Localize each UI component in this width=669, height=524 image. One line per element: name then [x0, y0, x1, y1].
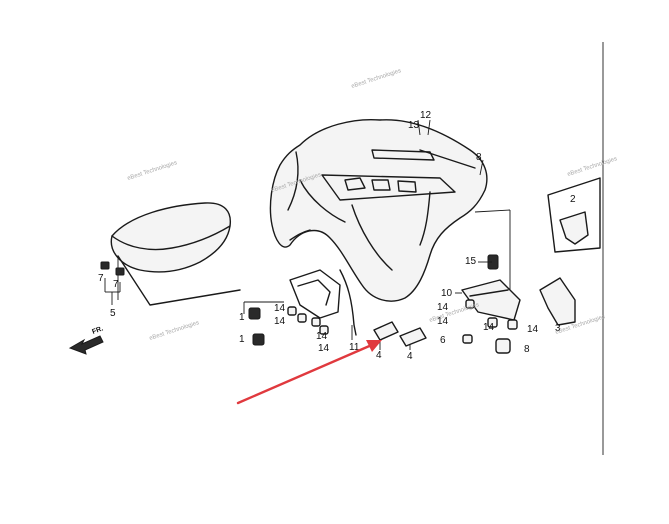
callout-14g: 14: [527, 324, 539, 335]
callout-14e: 14: [437, 302, 449, 313]
callout-12: 12: [420, 110, 432, 121]
callout-5: 5: [110, 308, 116, 319]
callout-14h: 14: [483, 322, 495, 333]
watermark-3: eBest Technologies: [351, 68, 402, 90]
seat-part: [110, 202, 241, 306]
callout-7a: 7: [98, 273, 104, 284]
callout-14a: 14: [274, 303, 286, 314]
callout-4a: 4: [376, 350, 382, 361]
callout-1b: 1: [239, 334, 245, 345]
watermark-1: eBest Technologies: [127, 160, 178, 182]
inset-bracket-2: [547, 177, 601, 253]
callout-14b: 14: [274, 316, 286, 327]
callout-7b: 7: [113, 279, 119, 290]
fr-arrow-icon: [68, 335, 104, 355]
seat-latch-bracket: [289, 269, 357, 336]
rear-bracket-assembly: [461, 254, 521, 354]
left-mount-hardware: [243, 301, 329, 346]
callout-14d: 14: [318, 343, 330, 354]
callout-labels: 12 13 8 2 7 7 5 15 10 1 1 14 14 14 14 11…: [98, 110, 576, 362]
rear-fender-part: [269, 118, 488, 302]
callout-4b: 4: [407, 351, 413, 362]
fr-label: FR.: [91, 325, 104, 335]
seat-bolts: [100, 261, 125, 305]
callout-3: 3: [555, 323, 561, 334]
watermark-4: eBest Technologies: [567, 156, 618, 178]
callout-13: 13: [408, 120, 420, 131]
callout-6: 6: [440, 335, 446, 346]
watermark-5: eBest Technologies: [149, 320, 200, 342]
callout-14c: 14: [316, 331, 328, 342]
callout-8b: 8: [524, 344, 530, 355]
leader-lines: [351, 119, 511, 350]
front-direction-indicator: FR.: [68, 325, 104, 355]
callout-11: 11: [349, 342, 360, 353]
callout-10: 10: [441, 288, 453, 299]
callout-2: 2: [570, 194, 576, 205]
callout-15: 15: [465, 256, 477, 267]
callout-1a: 1: [239, 312, 245, 323]
fender-bracket-4: [373, 321, 427, 347]
red-arrow-icon: [236, 340, 382, 405]
callout-8: 8: [476, 152, 482, 163]
callout-14f: 14: [437, 316, 449, 327]
bracket-part-3: [539, 277, 576, 326]
